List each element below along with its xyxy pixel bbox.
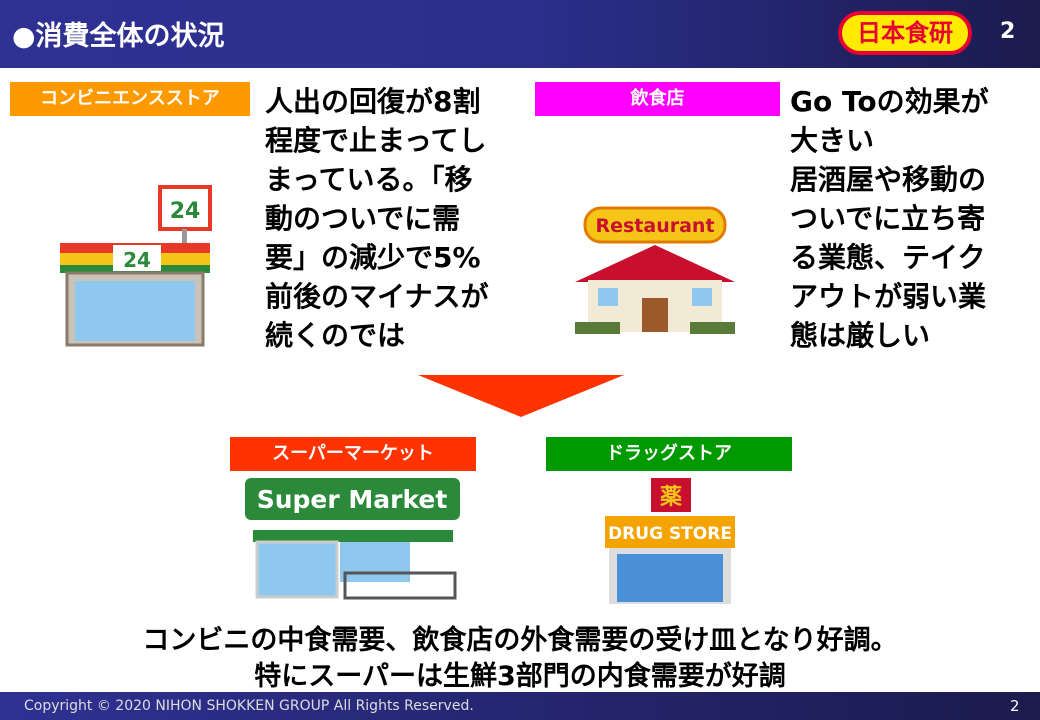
svg-text:薬: 薬 [660, 485, 682, 510]
svg-text:Restaurant: Restaurant [595, 215, 714, 237]
supermarket-illustration: Super Market [245, 478, 460, 600]
drugstore-label: ドラッグストア [546, 437, 792, 471]
footer-bar: Copyright © 2020 NIHON SHOKKEN GROUP All… [0, 692, 1040, 720]
summary-line-1: コンビニの中食需要、飲食店の外食需要の受け皿となり好調。 [142, 625, 898, 656]
svg-text:Super Market: Super Market [257, 485, 448, 514]
company-logo: 日本食研 [838, 11, 972, 55]
page-title: ●消費全体の状況 [12, 21, 225, 52]
svg-text:24: 24 [170, 199, 201, 224]
header-bar: ●消費全体の状況 日本食研 2 [0, 0, 1040, 68]
copyright-text: Copyright © 2020 NIHON SHOKKEN GROUP All… [24, 698, 474, 714]
drugstore-illustration: 薬 DRUG STORE [605, 478, 735, 604]
svg-text:24: 24 [123, 248, 151, 272]
supermarket-label: スーパーマーケット [230, 437, 476, 471]
page-number: 2 [1000, 19, 1016, 44]
summary-line-2: 特にスーパーは生鮮3部門の内食需要が好調 [254, 661, 786, 692]
footer-page-number: 2 [1010, 697, 1020, 715]
convenience-text: 人出の回復が8割 程度で止まってし まっている。「移 動のついでに需 要」の減少… [265, 85, 489, 352]
convenience-label: コンビニエンスストア [10, 82, 250, 116]
restaurant-text: Go Toの効果が 大きい 居酒屋や移動の ついでに立ち寄 る業態、テイク アウ… [790, 85, 989, 352]
restaurant-illustration: Restaurant [575, 206, 735, 334]
convenience-store-illustration: 24 24 [60, 185, 212, 347]
restaurant-label: 飲食店 [535, 82, 780, 116]
down-arrow-icon [418, 375, 624, 417]
svg-text:DRUG STORE: DRUG STORE [608, 524, 732, 544]
